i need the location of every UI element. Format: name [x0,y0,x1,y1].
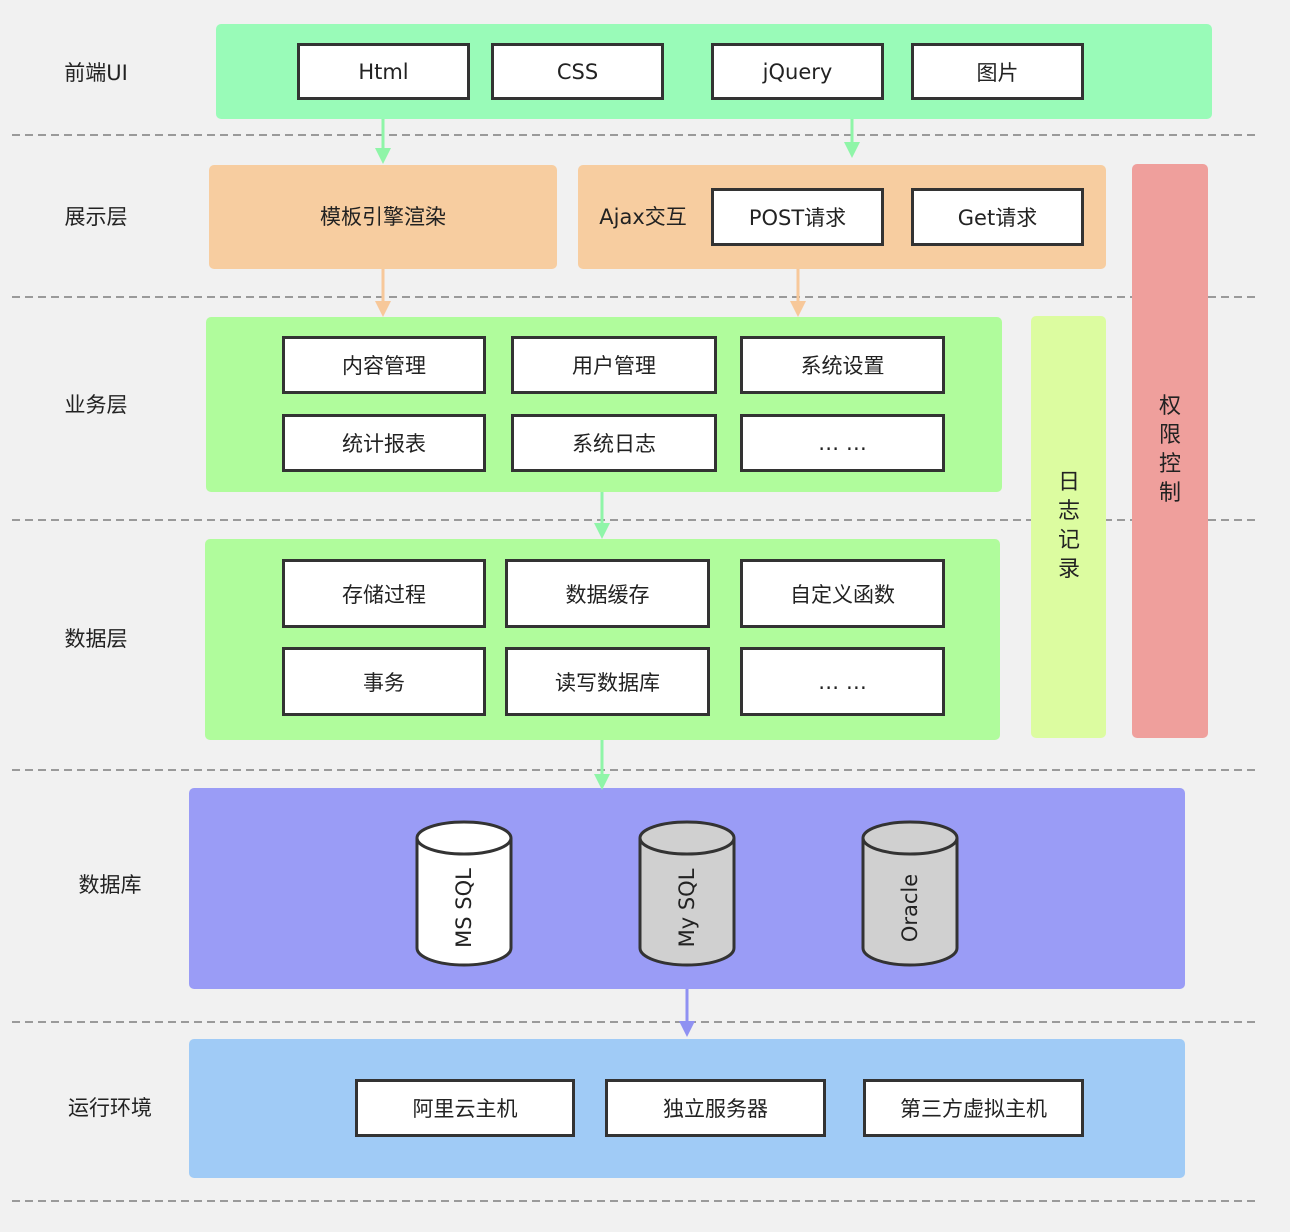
layer-label-frontend: 前端UI [64,61,128,85]
log-panel [1031,316,1106,738]
log-label: 日志记录 [1057,470,1080,582]
template-engine-label: 模板引擎渲染 [320,205,446,229]
post-box: POST请求 [711,188,884,246]
layer-label-business: 业务层 [64,393,128,417]
permission-label: 权限控制 [1158,394,1181,506]
layer-label-display: 展示层 [64,205,128,229]
data-box: … … [740,647,945,716]
data-box: 自定义函数 [740,559,945,628]
layer-label-runtime: 运行环境 [68,1096,152,1120]
business-box: 用户管理 [511,336,717,394]
runtime-box: 阿里云主机 [355,1079,575,1137]
data-box: 事务 [282,647,486,716]
data-box: 存储过程 [282,559,486,628]
frontend-box: jQuery [711,43,884,100]
database-label: My SQL [675,868,699,948]
layer-label-database: 数据库 [78,873,142,897]
database-label: MS SQL [452,868,476,948]
runtime-box: 第三方虚拟主机 [863,1079,1084,1137]
database-label: Oracle [898,873,922,943]
database-cylinder-oracle: Oracle [861,820,959,968]
database-cylinder-mysql: My SQL [638,820,736,968]
ajax-label: Ajax交互 [599,205,687,229]
layer-label-data: 数据层 [64,627,128,651]
business-box: 内容管理 [282,336,486,394]
business-box: 系统日志 [511,414,717,472]
business-box: 统计报表 [282,414,486,472]
get-box: Get请求 [911,188,1084,246]
runtime-box: 独立服务器 [605,1079,826,1137]
frontend-box: Html [297,43,470,100]
permission-panel [1132,164,1208,738]
frontend-box: 图片 [911,43,1084,100]
database-cylinder-mssql: MS SQL [415,820,513,968]
business-box: … … [740,414,945,472]
template-panel [209,165,557,269]
data-box: 数据缓存 [505,559,710,628]
business-box: 系统设置 [740,336,945,394]
data-box: 读写数据库 [505,647,710,716]
frontend-box: CSS [491,43,664,100]
